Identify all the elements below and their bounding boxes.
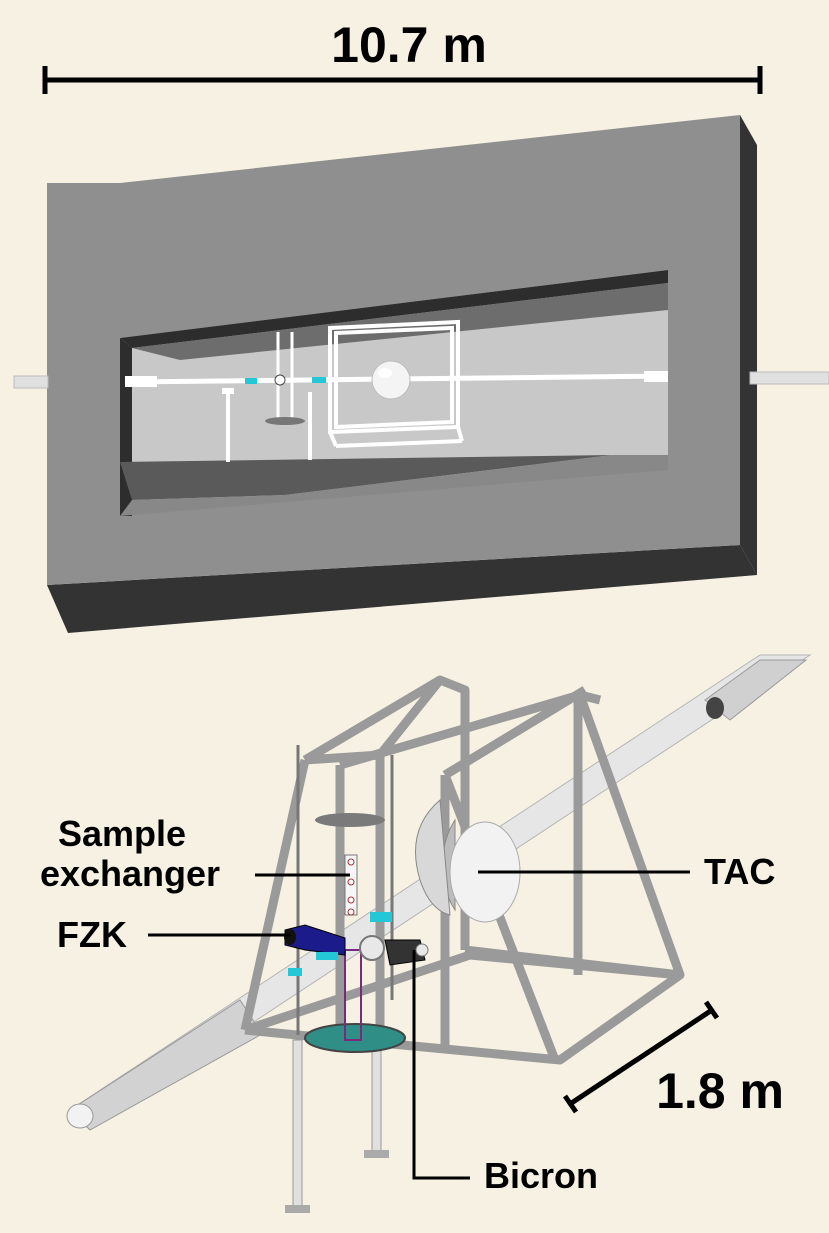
tac-frame-top: [328, 319, 464, 448]
beam-pipe-left: [13, 375, 49, 389]
tac-label: TAC: [704, 851, 775, 892]
bottom-dimension: 1.8 m: [562, 1000, 784, 1119]
labels: Sample exchanger FZK TAC Bicron: [40, 813, 775, 1196]
sample-exchanger-label-line1: Sample: [58, 813, 186, 854]
bottom-dimension-label: 1.8 m: [656, 1063, 784, 1119]
cavity-floor: [120, 455, 612, 500]
bicron-leader: [412, 950, 470, 1180]
fzk-label: FZK: [57, 914, 127, 955]
sample-exchanger-disk: [315, 813, 385, 827]
tac-sphere-top: [371, 360, 411, 400]
top-dimension: 10.7 m: [42, 17, 763, 94]
bicron-label: Bicron: [484, 1155, 598, 1196]
fzk-detector: [284, 924, 346, 956]
top-dimension-label: 10.7 m: [331, 17, 487, 73]
bottom-dimension-line: [568, 1007, 714, 1107]
bottom-plate: [304, 1023, 406, 1053]
concrete-bunker: [13, 115, 829, 633]
tac-frame-structure: [66, 654, 812, 1213]
beam-pipe-right: [749, 371, 829, 385]
sample-exchanger-label-line2: exchanger: [40, 853, 220, 894]
